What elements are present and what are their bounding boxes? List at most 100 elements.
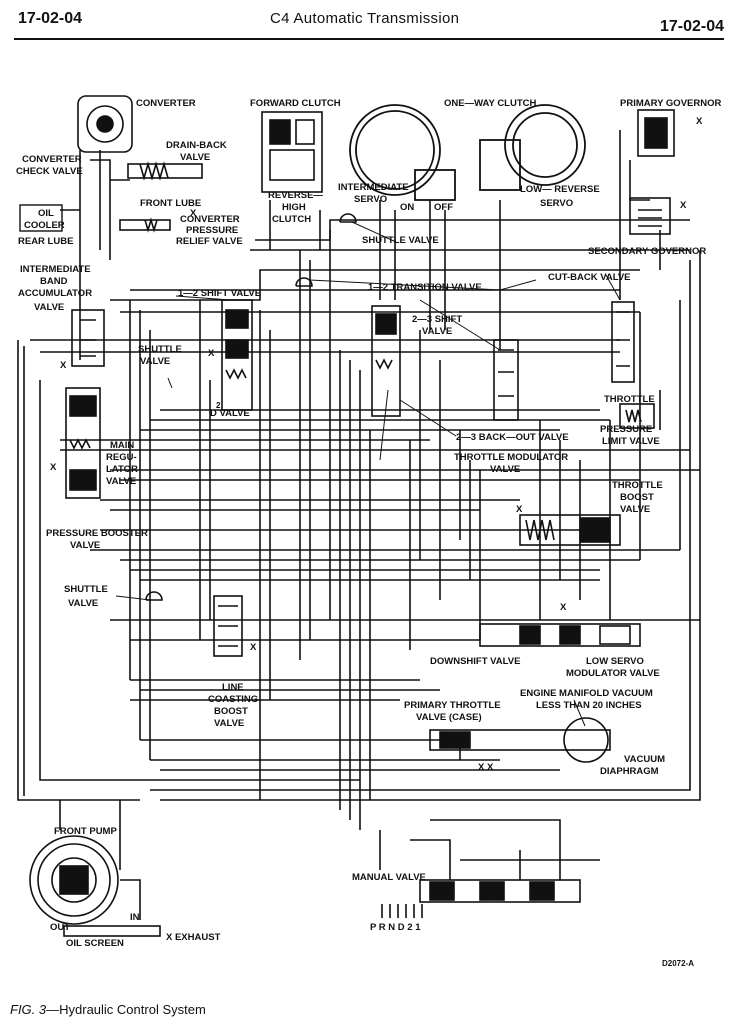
label-rear-lube: REAR LUBE: [18, 236, 73, 247]
label-gear-positions: P R N D 2 1: [370, 922, 421, 933]
shuttle-valve-top: [295, 213, 357, 287]
label-reverse-2: HIGH: [282, 202, 306, 213]
label-d2-superscript: 2: [216, 401, 221, 410]
label-converter-check-1: CONVERTER: [22, 154, 82, 165]
label-pressure-booster-2: VALVE: [70, 540, 100, 551]
label-shuttle-left-2: VALVE: [140, 356, 170, 367]
label-line-coasting-2: COASTING: [208, 694, 258, 705]
label-shuttle-left-1: SHUTTLE: [138, 344, 182, 355]
label-vacuum-2: DIAPHRAGM: [600, 766, 659, 777]
figure-caption: FIG. 3—Hydraulic Control System: [10, 1002, 206, 1017]
label-downshift: DOWNSHIFT VALVE: [430, 656, 520, 667]
throttle-boost-valve: [519, 514, 621, 546]
label-low-reverse-2: SERVO: [540, 198, 573, 209]
label-conv-relief-3: RELIEF VALVE: [176, 236, 243, 247]
primary-governor: [637, 109, 675, 157]
label-iba-2: BAND: [40, 276, 68, 287]
leader-lines: [115, 221, 621, 727]
label-line-coasting-4: VALVE: [214, 718, 244, 729]
page-number-right: 17-02-04: [659, 18, 724, 35]
page-number-left: 17-02-04: [18, 10, 83, 27]
label-ptv-1: PRIMARY THROTTLE: [404, 700, 501, 711]
label-reverse-3: CLUTCH: [272, 214, 311, 225]
main-regulator-valve: [65, 387, 101, 499]
exhaust-marker: X: [50, 462, 57, 473]
label-iba-1: INTERMEDIATE: [20, 264, 91, 275]
downshift-valve: [479, 623, 641, 647]
label-shift-23-2: VALVE: [422, 326, 452, 337]
label-front-lube: FRONT LUBE: [140, 198, 201, 209]
label-iba-3: ACCUMULATOR: [18, 288, 92, 299]
figure-number: FIG. 3: [10, 1002, 47, 1017]
label-main-reg-1: MAIN: [110, 440, 134, 451]
label-int-servo-2: SERVO: [354, 194, 387, 205]
shift-valve-23: [371, 305, 401, 417]
cut-back-valve: [611, 301, 635, 383]
label-tbv-1: THROTTLE: [612, 480, 663, 491]
label-ptv-2: VALVE (CASE): [416, 712, 482, 723]
label-line-coasting-3: BOOST: [214, 706, 248, 717]
label-on: ON: [400, 202, 414, 213]
converter-assembly: [77, 95, 133, 153]
label-one-way-clutch: ONE—WAY CLUTCH: [444, 98, 537, 109]
label-main-reg-3: LATOR: [106, 464, 138, 475]
label-int-servo-1: INTERMEDIATE: [338, 182, 409, 193]
label-vacuum-1: VACUUM: [624, 754, 665, 765]
label-throttle-pl: THROTTLE: [604, 394, 655, 405]
label-drawing-number: D2072-A: [662, 959, 694, 968]
label-pressure-limit-1: PRESSURE: [600, 424, 652, 435]
label-conv-relief-2: PRESSURE: [186, 225, 238, 236]
intermediate-servo: [349, 104, 456, 201]
label-iba-4: VALVE: [34, 302, 64, 313]
front-pump: [29, 835, 161, 937]
label-manual-valve: MANUAL VALVE: [352, 872, 426, 883]
label-converter: CONVERTER: [136, 98, 196, 109]
shuttle-valve-mid: [145, 591, 163, 601]
exhaust-marker: X: [60, 360, 67, 371]
label-backout-23: 2—3 BACK—OUT VALVE: [456, 432, 569, 443]
label-emv-1: ENGINE MANIFOLD VACUUM: [520, 688, 653, 699]
shift-valve-12: [221, 299, 253, 411]
exhaust-marker: X: [208, 348, 215, 359]
label-oil-cooler-2: COOLER: [24, 220, 65, 231]
label-tbv-3: VALVE: [620, 504, 650, 515]
label-shuttle-valve-top: SHUTTLE VALVE: [362, 235, 439, 246]
label-reverse-1: REVERSE—: [268, 190, 323, 201]
label-converter-check-2: CHECK VALVE: [16, 166, 83, 177]
header-rule: [14, 38, 724, 40]
label-tmv-2: VALVE: [490, 464, 520, 475]
converter-relief-valve: [119, 217, 171, 233]
label-low-servo-mod-1: LOW SERVO: [586, 656, 644, 667]
label-front-pump: FRONT PUMP: [54, 826, 117, 837]
page-title: C4 Automatic Transmission: [270, 10, 460, 27]
oil-cooler: [19, 204, 63, 232]
label-main-reg-2: REGU-: [106, 452, 137, 463]
exhaust-marker: X: [516, 504, 523, 515]
one-way-clutch: [479, 104, 586, 191]
figure-title: —Hydraulic Control System: [46, 1002, 206, 1017]
label-exhaust-legend: X EXHAUST: [166, 932, 221, 943]
line-coasting-boost-valve: [213, 595, 243, 657]
label-shuttle-mid-1: SHUTTLE: [64, 584, 108, 595]
exhaust-marker: X: [190, 208, 197, 219]
label-in: IN: [130, 912, 140, 923]
exhaust-marker-pair: X X: [478, 762, 494, 773]
label-low-servo-mod-2: MODULATOR VALVE: [566, 668, 660, 679]
label-shuttle-mid-2: VALVE: [68, 598, 98, 609]
diagram-labels: CONVERTER FORWARD CLUTCH ONE—WAY CLUTCH …: [16, 98, 721, 968]
pressure-limit-valve: [619, 403, 655, 429]
label-oil-screen: OIL SCREEN: [66, 938, 124, 949]
label-secondary-governor: SECONDARY GOVERNOR: [588, 246, 706, 257]
label-drain-back-2: VALVE: [180, 152, 210, 163]
exhaust-marker: X: [250, 642, 257, 653]
label-primary-governor: PRIMARY GOVERNOR: [620, 98, 721, 109]
label-tmv-1: THROTTLE MODULATOR: [454, 452, 568, 463]
exhaust-marker: X: [560, 602, 567, 613]
label-shift-12: 1—2 SHIFT VALVE: [178, 288, 261, 299]
label-pressure-limit-2: LIMIT VALVE: [602, 436, 660, 447]
label-tbv-2: BOOST: [620, 492, 654, 503]
page-header: 17-02-04 C4 Automatic Transmission 17-02…: [0, 0, 738, 44]
label-main-reg-4: VALVE: [106, 476, 136, 487]
forward-clutch: [261, 111, 323, 193]
